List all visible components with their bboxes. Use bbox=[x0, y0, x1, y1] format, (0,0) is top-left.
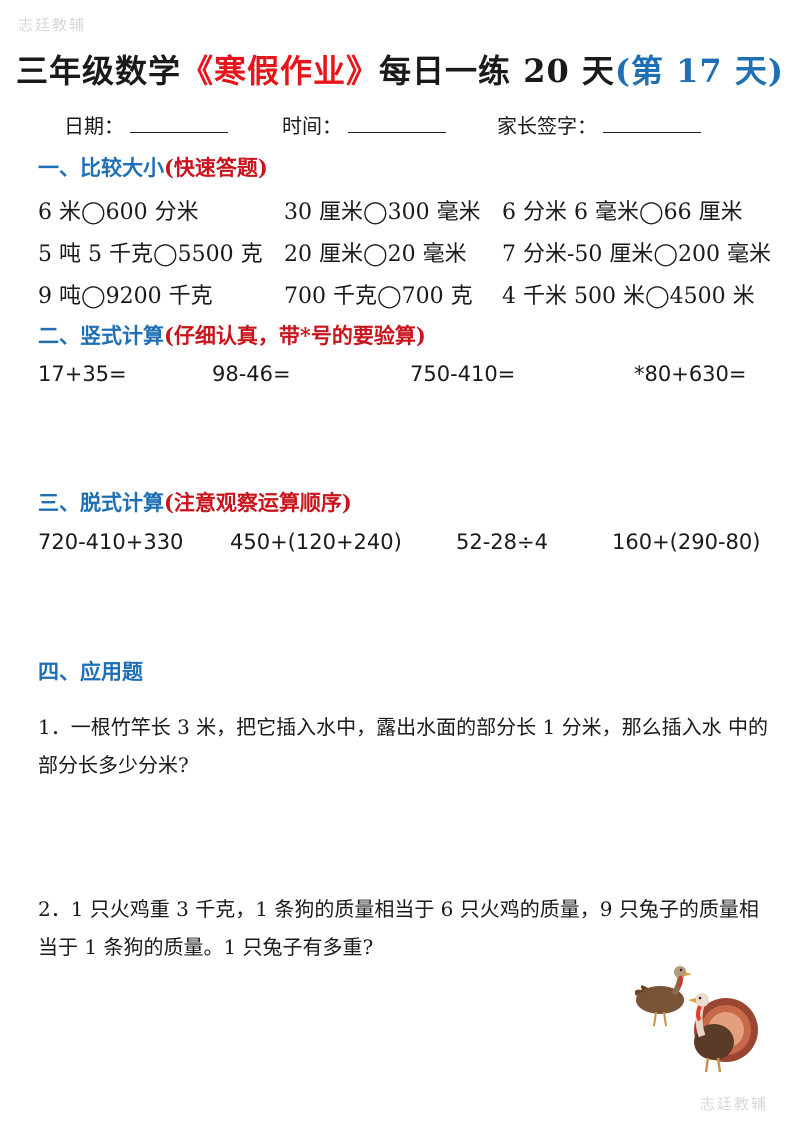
date-blank[interactable] bbox=[130, 114, 228, 133]
signature-field: 家长签字： bbox=[497, 110, 701, 139]
section-vertical-title: 二、竖式计算 bbox=[38, 323, 164, 348]
section-expression-title: 三、脱式计算 bbox=[38, 490, 164, 515]
compare-item: 9 吨◯9200 千克 bbox=[38, 284, 213, 309]
section-expression-note: (注意观察运算顺序) bbox=[164, 490, 352, 515]
expression-item: 720-410+330 bbox=[38, 530, 184, 554]
section-vertical-note: (仔细认真，带*号的要验算) bbox=[164, 323, 426, 348]
expression-item: 160+(290-80) bbox=[612, 530, 761, 554]
word-problem-2: 2．1 只火鸡重 3 千克，1 条狗的质量相当于 6 只火鸡的质量，9 只兔子的… bbox=[38, 897, 759, 959]
compare-item: 700 千克◯700 克 bbox=[284, 284, 473, 309]
compare-item: 7 分米-50 厘米◯200 毫米 bbox=[502, 242, 772, 267]
title-day: (第 17 天) bbox=[614, 52, 784, 90]
turkey-back-icon bbox=[634, 966, 692, 1027]
title-middle: 每日一练 20 天 bbox=[379, 52, 615, 90]
signature-label: 家长签字： bbox=[497, 114, 597, 138]
vertical-item: *80+630= bbox=[634, 362, 747, 386]
compare-item: 20 厘米◯20 毫米 bbox=[284, 242, 467, 267]
section-vertical-heading: 二、竖式计算(仔细认真，带*号的要验算) bbox=[38, 320, 426, 350]
date-label: 日期： bbox=[64, 114, 124, 138]
page-title: 三年级数学《寒假作业》每日一练 20 天(第 17 天) bbox=[0, 46, 800, 92]
section-compare-note: (快速答题) bbox=[164, 155, 268, 180]
section-expression-heading: 三、脱式计算(注意观察运算顺序) bbox=[38, 487, 352, 517]
expression-item: 450+(120+240) bbox=[230, 530, 402, 554]
compare-item: 6 米◯600 分米 bbox=[38, 200, 199, 225]
section-compare-heading: 一、比较大小(快速答题) bbox=[38, 152, 268, 182]
time-label: 时间： bbox=[282, 114, 342, 138]
time-field: 时间： bbox=[282, 110, 446, 139]
word-problem-1: 1．一根竹竿长 3 米，把它插入水中，露出水面的部分长 1 分米，那么插入水 中… bbox=[38, 715, 768, 777]
watermark-top-left: 志廷教辅 bbox=[18, 16, 87, 34]
expression-item: 52-28÷4 bbox=[456, 530, 548, 554]
signature-blank[interactable] bbox=[603, 114, 701, 133]
vertical-item: 750-410= bbox=[410, 362, 516, 386]
turkey-illustration bbox=[630, 962, 760, 1078]
vertical-item: 17+35= bbox=[38, 362, 127, 386]
section-application-heading: 四、应用题 bbox=[38, 656, 143, 686]
compare-item: 4 千米 500 米◯4500 米 bbox=[502, 284, 755, 309]
title-prefix: 三年级数学 bbox=[16, 52, 182, 90]
compare-item: 6 分米 6 毫米◯66 厘米 bbox=[502, 200, 743, 225]
title-highlight: 《寒假作业》 bbox=[181, 52, 380, 90]
section-application-title: 四、应用题 bbox=[38, 659, 143, 684]
compare-item: 5 吨 5 千克◯5500 克 bbox=[38, 242, 263, 267]
compare-item: 30 厘米◯300 毫米 bbox=[284, 200, 481, 225]
vertical-item: 98-46= bbox=[212, 362, 291, 386]
time-blank[interactable] bbox=[348, 114, 446, 133]
turkey-front-icon bbox=[688, 993, 758, 1073]
date-field: 日期： bbox=[64, 110, 228, 139]
watermark-bottom-right: 志廷教辅 bbox=[700, 1095, 769, 1113]
section-compare-title: 一、比较大小 bbox=[38, 155, 164, 180]
